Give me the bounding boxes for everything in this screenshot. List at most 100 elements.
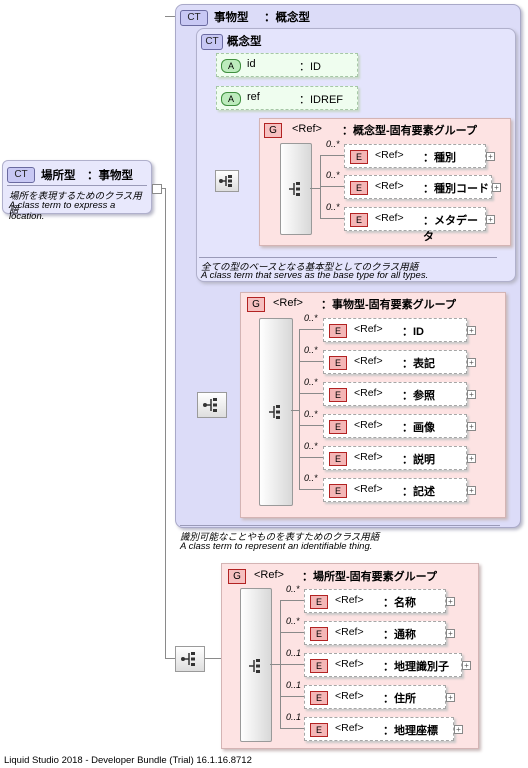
element-metadata[interactable]: E <Ref> ：メタデータ +	[344, 207, 495, 243]
element-icon: E	[310, 627, 328, 641]
element-description[interactable]: E <Ref> ：記述 +	[323, 478, 476, 502]
element-kind[interactable]: E <Ref> ：種別 +	[344, 144, 495, 168]
sequence-box[interactable]	[259, 318, 293, 506]
thing-desc-ja: 識別可能なことやものを表すためのクラス用語	[180, 532, 380, 543]
expand-icon[interactable]: +	[446, 629, 455, 638]
element-icon: E	[329, 420, 347, 434]
root-type-name: 場所型	[41, 170, 76, 182]
thing-type-base: ：概念型	[264, 12, 310, 24]
element-name: ：画像	[402, 422, 435, 434]
occurrence-label: 0..*	[304, 313, 318, 323]
occurrence-label: 0..1	[286, 680, 302, 690]
occurrence-label: 0..*	[304, 409, 318, 419]
element-name: ：地理座標	[383, 725, 438, 737]
element-ref: <Ref>	[335, 658, 364, 670]
group-icon: G	[247, 297, 265, 312]
expand-icon[interactable]: +	[467, 326, 476, 335]
element-kind-code[interactable]: E <Ref> ：種別コード +	[344, 175, 501, 199]
expand-icon[interactable]: +	[467, 486, 476, 495]
group-name: ：概念型-固有要素グループ	[342, 125, 478, 137]
element-ref: <Ref>	[354, 483, 383, 495]
occurrence-label: 0..*	[326, 202, 340, 212]
occurrence-label: 0..*	[286, 584, 300, 594]
expand-icon[interactable]: +	[492, 183, 501, 192]
element-notation[interactable]: E <Ref> ：表記 +	[323, 350, 476, 374]
group-name: ：場所型-固有要素グループ	[302, 571, 438, 583]
concept-desc-en: A class term that serves as the base typ…	[201, 270, 429, 281]
element-ref: <Ref>	[335, 722, 364, 734]
root-complex-type[interactable]: CT 場所型 ：事物型 場所を表現するためのクラス用語 A class term…	[2, 160, 152, 222]
element-address[interactable]: E <Ref> ：住所 +	[304, 685, 455, 709]
thing-desc-en: A class term to represent an identifiabl…	[180, 541, 373, 552]
element-ref: <Ref>	[354, 419, 383, 431]
occurrence-label: 0..1	[286, 712, 302, 722]
element-icon: E	[329, 388, 347, 402]
complex-type-icon: CT	[201, 34, 223, 50]
element-icon: E	[329, 452, 347, 466]
attribute-type: ：IDREF	[299, 94, 343, 106]
attribute-icon: A	[221, 59, 241, 73]
footer-text: Liquid Studio 2018 - Developer Bundle (T…	[4, 755, 252, 766]
element-name: ：メタデータ	[423, 215, 478, 243]
element-ref: <Ref>	[335, 594, 364, 606]
occurrence-label: 0..*	[304, 377, 318, 387]
group-icon: G	[264, 123, 282, 138]
element-ref: <Ref>	[335, 690, 364, 702]
expand-icon[interactable]: +	[467, 422, 476, 431]
element-icon: E	[350, 150, 368, 164]
occurrence-label: 0..*	[286, 616, 300, 626]
element-ref: <Ref>	[375, 149, 404, 161]
sequence-connector-icon[interactable]	[175, 646, 205, 672]
element-reference[interactable]: E <Ref> ：参照 +	[323, 382, 476, 406]
element-icon: E	[329, 484, 347, 498]
group-icon: G	[228, 569, 246, 584]
element-icon: E	[350, 181, 368, 195]
sequence-box[interactable]	[240, 588, 272, 742]
sequence-box[interactable]	[280, 143, 312, 235]
element-name: ：ID	[402, 326, 424, 338]
element-image[interactable]: E <Ref> ：画像 +	[323, 414, 476, 438]
expand-icon[interactable]: +	[467, 390, 476, 399]
expand-icon[interactable]: +	[446, 693, 455, 702]
element-name: ：説明	[402, 454, 435, 466]
attribute-icon: A	[221, 92, 241, 106]
expand-icon[interactable]: +	[462, 661, 471, 670]
element-icon: E	[310, 595, 328, 609]
attribute-name: ref	[247, 91, 260, 103]
element-ref: <Ref>	[335, 626, 364, 638]
occurrence-label: 0..*	[326, 139, 340, 149]
expand-icon[interactable]: +	[454, 725, 463, 734]
element-ref: <Ref>	[354, 387, 383, 399]
element-name: ：種別	[423, 152, 456, 164]
element-icon: E	[310, 659, 328, 673]
element-name-field[interactable]: E <Ref> ：名称 +	[304, 589, 455, 613]
element-name: ：地理識別子	[383, 661, 449, 673]
element-common-name[interactable]: E <Ref> ：通称 +	[304, 621, 455, 645]
occurrence-label: 0..1	[286, 648, 302, 658]
expand-icon[interactable]: +	[467, 358, 476, 367]
element-explanation[interactable]: E <Ref> ：説明 +	[323, 446, 476, 470]
attribute-type: ：ID	[299, 61, 321, 73]
expand-icon[interactable]: +	[486, 215, 495, 224]
element-ref: <Ref>	[354, 451, 383, 463]
element-id[interactable]: E <Ref> ：ID +	[323, 318, 476, 342]
root-collapse-icon[interactable]	[152, 184, 162, 194]
thing-type-name: 事物型	[214, 12, 249, 24]
element-name: ：記述	[402, 486, 435, 498]
root-desc-en: A class term to express a location.	[9, 200, 116, 222]
occurrence-label: 0..*	[304, 345, 318, 355]
attribute-ref[interactable]: A ref ：IDREF	[216, 86, 358, 110]
complex-type-icon: CT	[180, 10, 208, 26]
concept-type-name: 概念型	[227, 36, 262, 48]
expand-icon[interactable]: +	[486, 152, 495, 161]
group-ref: <Ref>	[292, 123, 322, 135]
element-name: ：通称	[383, 629, 416, 641]
sequence-connector-icon[interactable]	[197, 392, 227, 418]
sequence-connector-icon[interactable]	[215, 170, 239, 192]
expand-icon[interactable]: +	[467, 454, 476, 463]
attribute-id[interactable]: A id ：ID	[216, 53, 358, 77]
element-geo-coordinates[interactable]: E <Ref> ：地理座標 +	[304, 717, 463, 741]
expand-icon[interactable]: +	[446, 597, 455, 606]
element-name: ：名称	[383, 597, 416, 609]
element-geo-identifier[interactable]: E <Ref> ：地理識別子 +	[304, 653, 471, 677]
